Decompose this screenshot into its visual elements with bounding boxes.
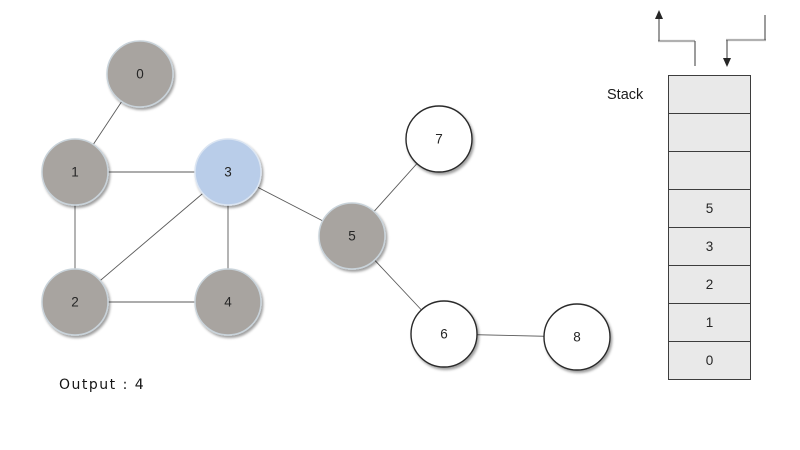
pop-arrow-up-icon: [655, 10, 696, 66]
node-label: 1: [71, 165, 79, 180]
graph-node-4: 4: [194, 268, 262, 336]
stack-cell: 0: [669, 341, 750, 379]
stack-cell: [669, 76, 750, 113]
node-label: 3: [224, 165, 232, 180]
stack-label: Stack: [607, 87, 644, 103]
node-label: 0: [136, 67, 144, 82]
node-label: 2: [71, 295, 79, 310]
stack-cell: [669, 113, 750, 151]
graph-node-3: 3: [194, 138, 262, 206]
graph-edges: [74, 73, 578, 338]
node-label: 4: [224, 295, 232, 310]
node-circle: [194, 268, 262, 336]
node-circle: [543, 303, 611, 371]
graph-node-7: 7: [405, 105, 473, 173]
graph-node-6: 6: [410, 300, 478, 368]
graph-nodes: 0 1 2 3 4 5 6 7 8: [41, 40, 611, 371]
stack-cell: 3: [669, 227, 750, 265]
node-circle: [41, 138, 109, 206]
stack-cell: 2: [669, 265, 750, 303]
graph-node-8: 8: [543, 303, 611, 371]
graph-node-5: 5: [318, 202, 386, 270]
graph-node-0: 0: [106, 40, 174, 108]
graph-node-2: 2: [41, 268, 109, 336]
node-circle: [405, 105, 473, 173]
graph-node-1: 1: [41, 138, 109, 206]
node-circle: [106, 40, 174, 108]
node-label: 5: [348, 229, 356, 244]
node-label: 7: [435, 132, 443, 147]
node-circle: [318, 202, 386, 270]
stack-cell: 1: [669, 303, 750, 341]
stack-cell: [669, 151, 750, 189]
node-circle: [41, 268, 109, 336]
push-arrow-down-icon: [723, 15, 766, 67]
node-label: 6: [440, 327, 448, 342]
node-circle: [194, 138, 262, 206]
output-text: Output : 4: [59, 377, 146, 393]
node-label: 8: [573, 330, 581, 345]
node-circle: [410, 300, 478, 368]
stack-cell: 5: [669, 189, 750, 227]
